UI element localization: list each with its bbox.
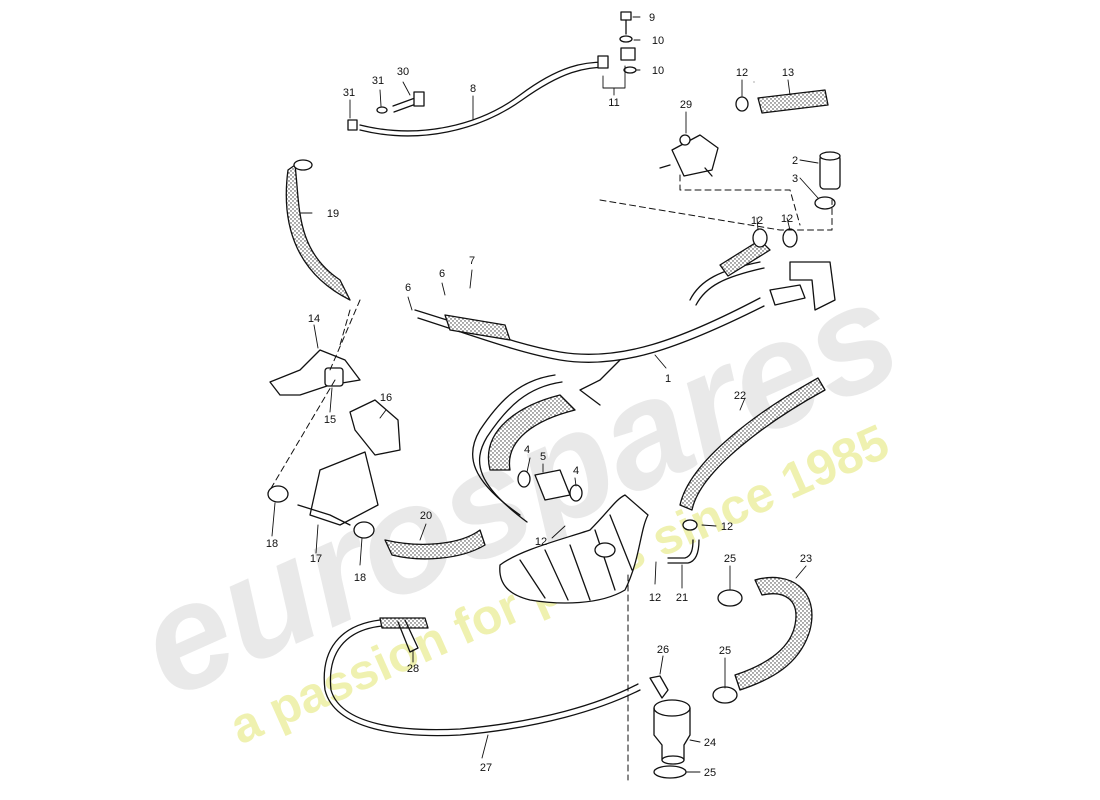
callout-13: 13 [782, 67, 794, 79]
part-18-clamps [267, 485, 375, 539]
intake-bellows [499, 494, 649, 604]
part-4-clamps [517, 470, 583, 502]
part-30-bolt [392, 91, 425, 113]
callout-4a: 4 [524, 444, 530, 456]
part-1-pipe-assembly [414, 239, 836, 523]
callout-12e: 12 [535, 536, 547, 548]
part-14-bracket [269, 349, 361, 396]
part-17-valve [297, 451, 379, 526]
callout-16: 16 [380, 392, 392, 404]
callout-18a: 18 [266, 538, 278, 550]
callout-31a: 31 [343, 87, 355, 99]
callout-12f: 12 [649, 592, 661, 604]
callout-12c: 12 [781, 213, 793, 225]
callout-6a: 6 [405, 282, 411, 294]
callout-25c: 25 [704, 767, 716, 779]
callout-29: 29 [680, 99, 692, 111]
callout-7: 7 [469, 255, 475, 267]
part-3-clamp [814, 196, 836, 210]
part-24-valve [653, 699, 691, 765]
part-22-hose [679, 377, 826, 511]
callout-25b: 25 [719, 645, 731, 657]
callout-22: 22 [734, 390, 746, 402]
part-12-clamp-mid-right [682, 519, 698, 531]
callout-17: 17 [310, 553, 322, 565]
watermark: eurospares a passion for parts since 198… [115, 247, 922, 755]
part-25-clamps [653, 589, 743, 779]
part-10-washers [619, 35, 637, 74]
callout-2: 2 [792, 155, 798, 167]
callout-9: 9 [649, 12, 655, 24]
callout-12d: 12 [721, 521, 733, 533]
callout-28: 28 [407, 663, 419, 675]
callout-5: 5 [540, 451, 546, 463]
callout-20: 20 [420, 510, 432, 522]
part-21-pipe [667, 539, 700, 564]
callout-12a: 12 [736, 67, 748, 79]
part-28-tee [379, 617, 429, 653]
part-9-bolt [620, 11, 632, 35]
callout-25a: 25 [724, 553, 736, 565]
callout-31b: 31 [372, 75, 384, 87]
part-8-line [359, 61, 606, 137]
part-29-valve [659, 134, 719, 177]
callout-19: 19 [327, 208, 339, 220]
callout-labels: 1 2 3 4 4 5 6 6 7 8 9 10 10 11 12 12 12 … [266, 12, 812, 779]
callout-10a: 10 [652, 35, 664, 47]
callout-11: 11 [608, 97, 619, 109]
part-2-cap [819, 151, 841, 190]
callout-27: 27 [480, 762, 492, 774]
part-23-hose [734, 576, 813, 691]
callout-23: 23 [800, 553, 812, 565]
hose-left-loop [487, 394, 576, 471]
callout-24: 24 [704, 737, 716, 749]
leader-dashes [269, 174, 833, 781]
part-15-valve [324, 367, 344, 387]
part-16-sensor [349, 399, 401, 456]
callout-26: 26 [657, 644, 669, 656]
part-12-clamp-top [735, 96, 749, 112]
part-11-fittings [597, 47, 636, 69]
callout-18b: 18 [354, 572, 366, 584]
callout-leaders [271, 16, 819, 773]
callout-30: 30 [397, 66, 409, 78]
callout-3: 3 [792, 173, 798, 185]
callout-8: 8 [470, 83, 476, 95]
part-20-hose [384, 529, 486, 560]
part-26-elbow [649, 675, 669, 699]
callout-4b: 4 [573, 465, 579, 477]
part-27-hose [323, 619, 641, 737]
part-31-washer [376, 106, 388, 114]
part-31-nut [347, 119, 358, 131]
part-13-hose [757, 89, 829, 114]
callout-15: 15 [324, 414, 336, 426]
callout-21: 21 [676, 592, 688, 604]
callout-12b: 12 [751, 215, 763, 227]
callout-14: 14 [308, 313, 320, 325]
callout-6b: 6 [439, 268, 445, 280]
part-19-hose [285, 159, 351, 301]
part-12-clamps-upper [752, 228, 798, 248]
callout-10b: 10 [652, 65, 664, 77]
callout-1: 1 [665, 373, 671, 385]
